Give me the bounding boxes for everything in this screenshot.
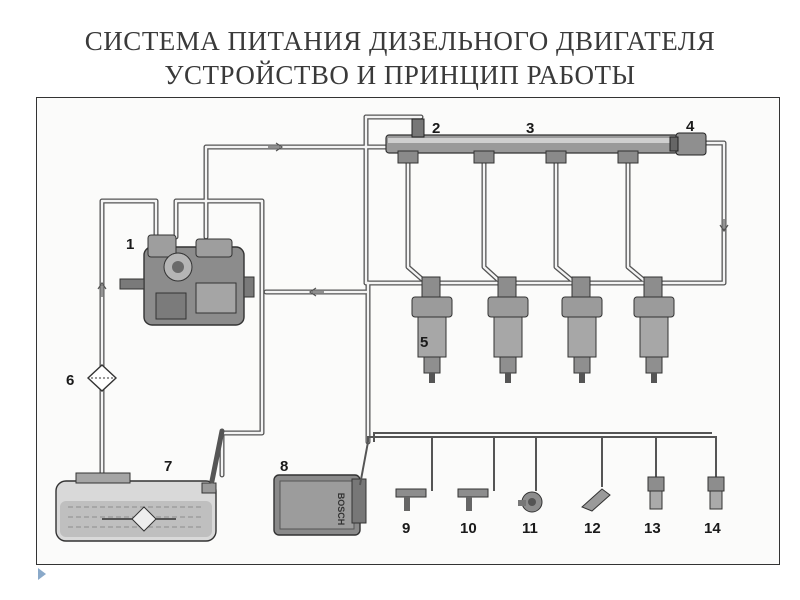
label-12: 12 (584, 520, 601, 537)
label-1: 1 (126, 236, 134, 253)
common-rail (385, 118, 707, 164)
fuel-lines (99, 114, 727, 508)
slide-title-line-2: УСТРОЙСТВО И ПРИНЦИП РАБОТЫ (164, 60, 636, 90)
rail-to-injector-2 (481, 154, 509, 290)
rail-to-injector-3 (553, 154, 583, 290)
arrow-up-icon (97, 281, 107, 297)
sensor-9 (395, 488, 427, 511)
label-9: 9 (402, 520, 410, 537)
ecu-unit: BOSCH (273, 474, 367, 536)
label-14: 14 (704, 520, 721, 537)
ecu-brand-label: BOSCH (336, 493, 346, 526)
fuel-filter (86, 364, 118, 392)
rail-to-injector-1 (405, 154, 434, 290)
fuel-system-diagram: BOSCH (55, 114, 729, 542)
arrow-down-icon (719, 219, 729, 233)
sensor-14 (707, 476, 725, 510)
label-6: 6 (66, 372, 74, 389)
tank-return-link (209, 428, 225, 484)
sensor-13 (647, 476, 665, 510)
label-5: 5 (420, 334, 428, 351)
injector-2 (487, 276, 529, 383)
label-2: 2 (432, 120, 440, 137)
injector-3 (561, 276, 603, 383)
label-4: 4 (686, 118, 695, 135)
label-3: 3 (526, 120, 534, 137)
label-11: 11 (522, 520, 538, 537)
sensors (395, 476, 725, 513)
rail-to-injector-4 (625, 154, 655, 290)
slide-title-line-1: СИСТЕМА ПИТАНИЯ ДИЗЕЛЬНОГО ДВИГАТЕЛЯ (84, 26, 716, 56)
label-13: 13 (644, 520, 661, 537)
label-8: 8 (280, 458, 288, 475)
injectors (411, 276, 675, 383)
injector-4 (633, 276, 675, 383)
high-pressure-line (203, 144, 389, 240)
injector-1 (411, 276, 453, 383)
arrow-right-icon (268, 142, 284, 152)
sensor-11 (518, 491, 543, 513)
slide-bullet-icon (38, 568, 46, 580)
rail-return-line (363, 140, 727, 286)
sensor-10 (457, 488, 489, 511)
label-7: 7 (164, 458, 172, 475)
sensor-12 (581, 488, 611, 512)
flow-arrows (97, 142, 729, 297)
high-pressure-pump (119, 234, 255, 326)
arrow-left-icon (308, 287, 324, 297)
component-labels: 1 2 3 4 5 6 7 8 9 10 11 12 13 14 (66, 118, 721, 537)
label-10: 10 (460, 520, 477, 537)
fuel-tank (55, 472, 217, 542)
sensor-wiring (359, 432, 717, 491)
